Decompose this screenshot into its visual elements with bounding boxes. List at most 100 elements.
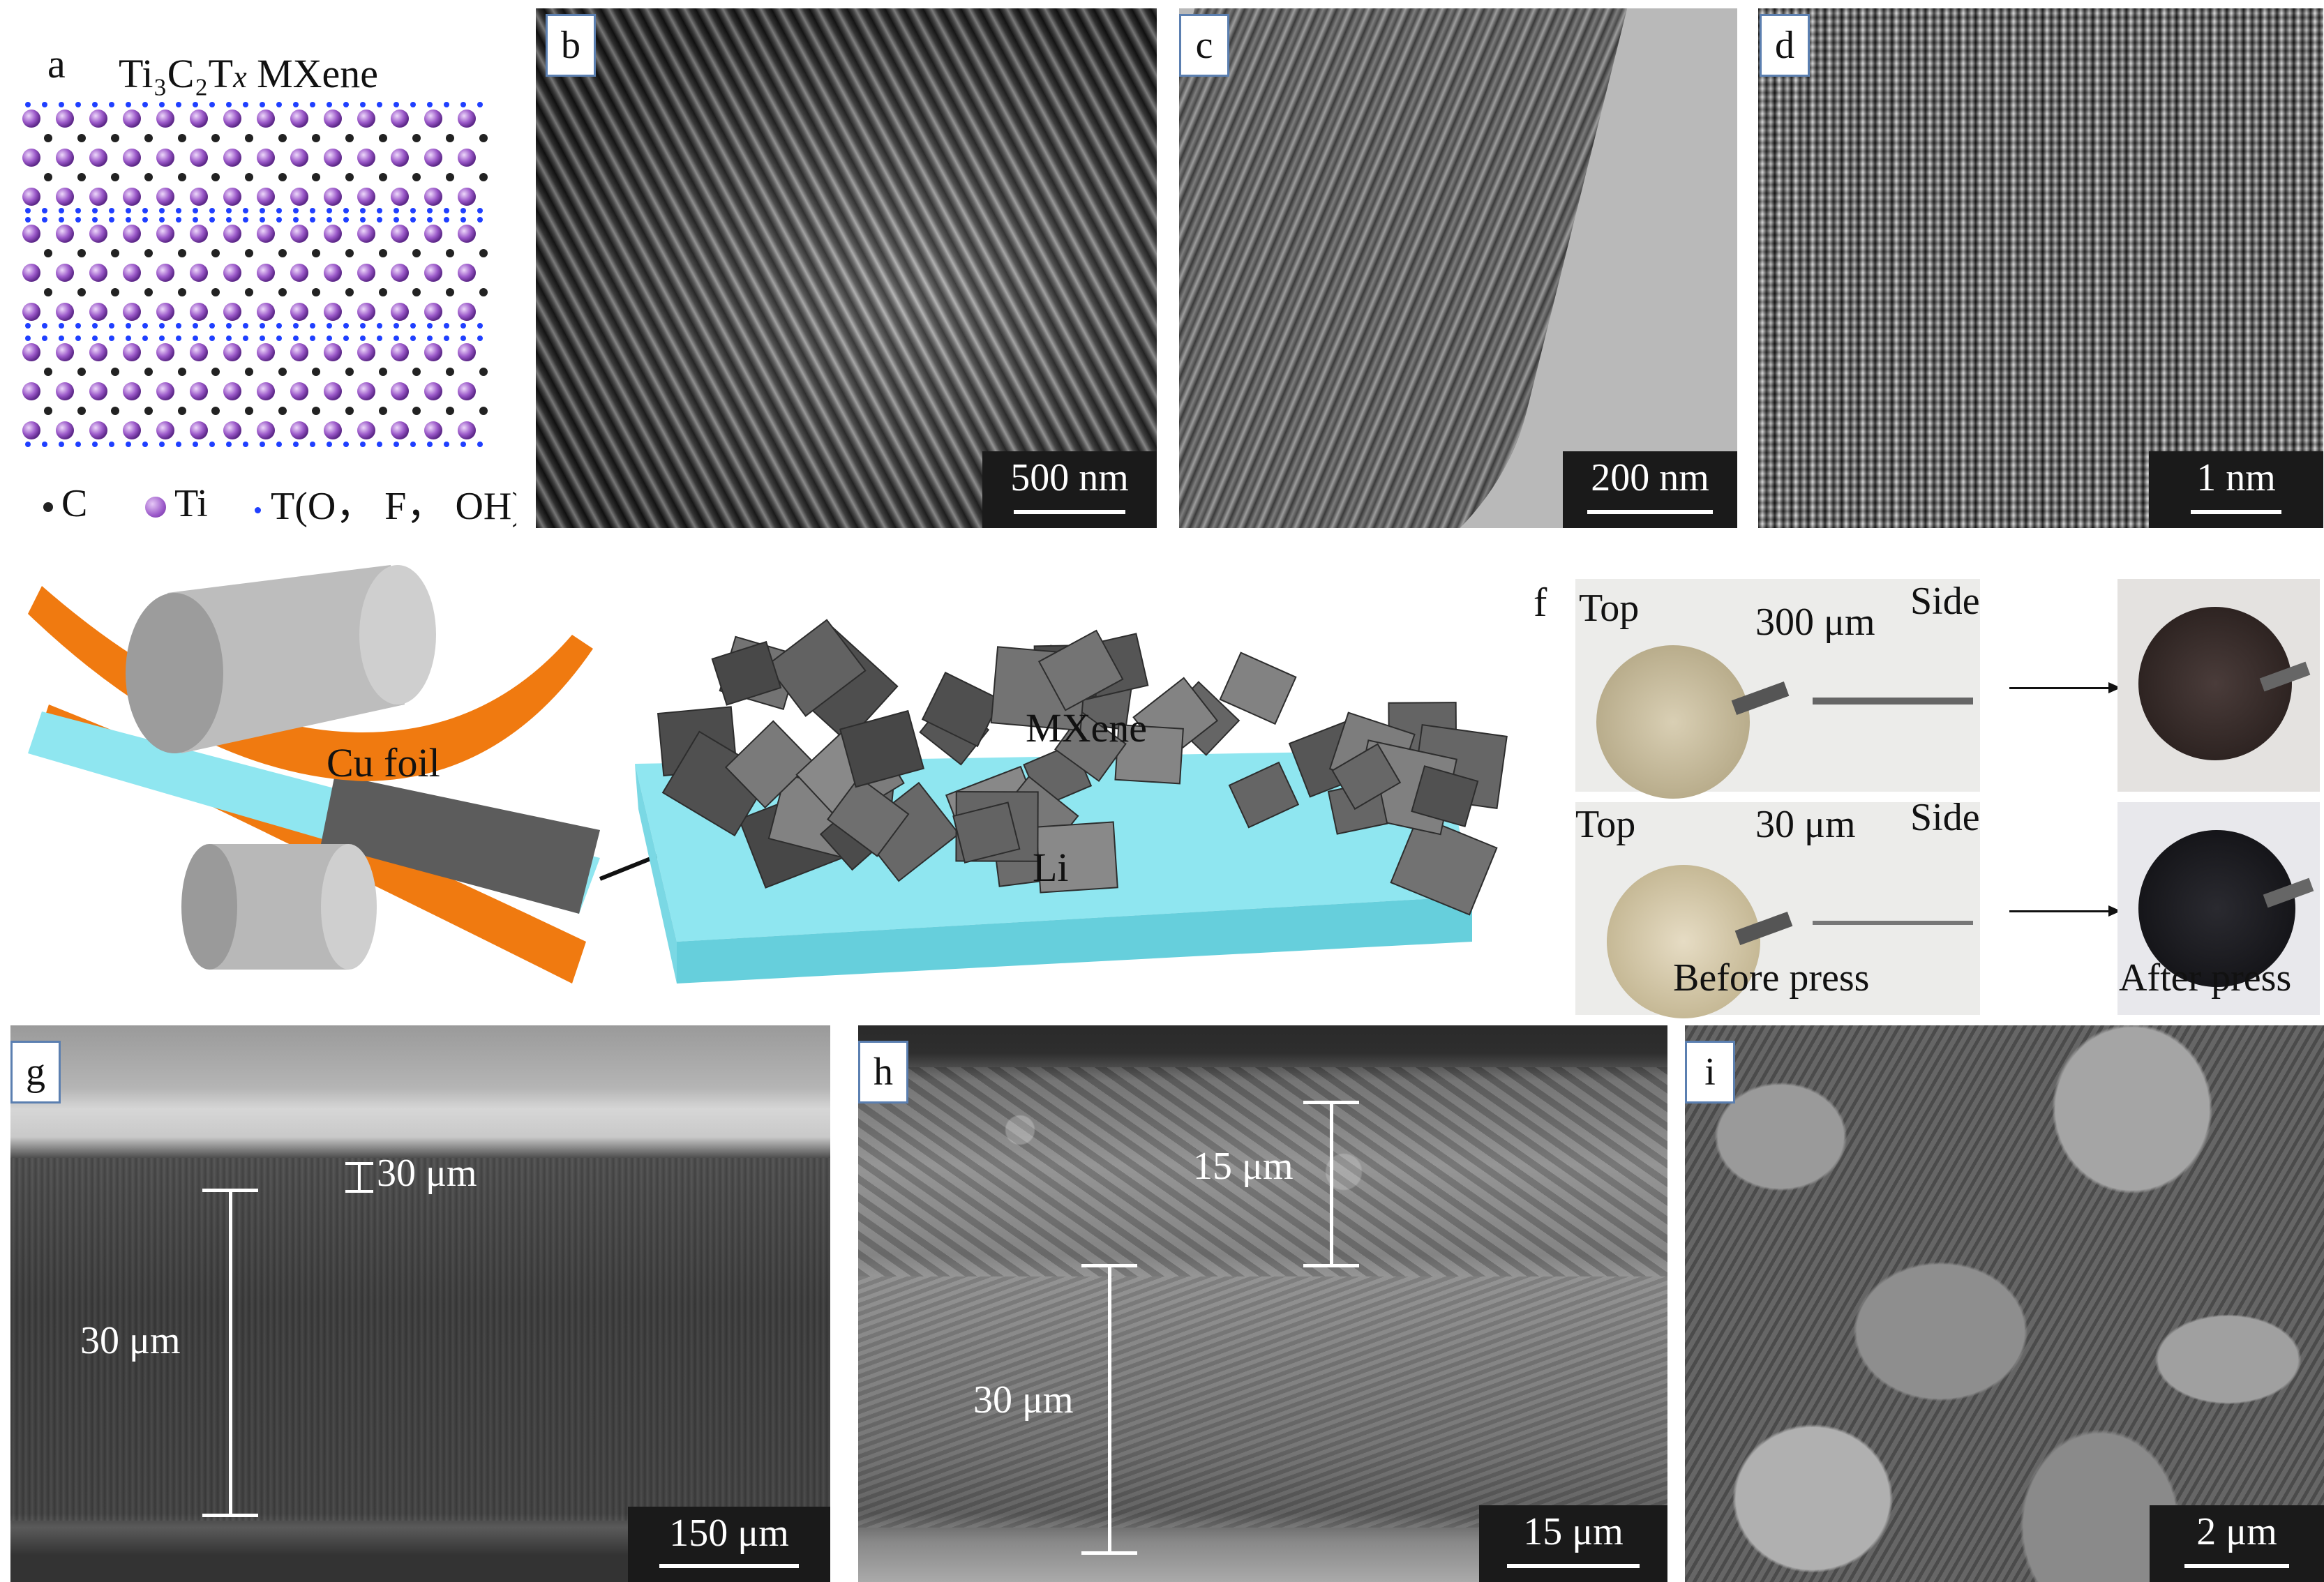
ti-atom: [89, 264, 107, 282]
t-atom: [427, 336, 433, 341]
mxene-flake: [952, 801, 1021, 864]
panel-g-label: g: [10, 1041, 61, 1103]
c-atom: [245, 407, 253, 415]
lattice-fringes: [1758, 8, 2323, 528]
dense-layer-texture: [858, 1276, 1667, 1528]
mxene-flake: [1037, 629, 1124, 711]
t-atom: [477, 336, 483, 341]
t-atom: [444, 217, 449, 223]
ti-atom: [290, 382, 308, 400]
t-atom: [260, 102, 265, 107]
legend-ti: Ti: [145, 481, 208, 526]
side-view-30um: [1813, 921, 1973, 925]
c-atom: [479, 368, 488, 376]
ti-atom: [156, 188, 174, 206]
ti-atom: [22, 421, 40, 439]
ti-atom: [357, 303, 375, 321]
t-atom: [126, 323, 131, 329]
mxene-flake: [661, 730, 772, 837]
t-atom: [260, 323, 265, 329]
c-atom: [111, 173, 119, 181]
t-atom: [343, 217, 349, 223]
ti-atom: [391, 421, 409, 439]
ti-atom: [190, 149, 208, 167]
side-label-1: Side: [1910, 580, 1980, 623]
t-atom: [460, 336, 466, 341]
t-atom: [243, 217, 248, 223]
t-atom: [377, 323, 382, 329]
c-atom: [479, 249, 488, 257]
ti-atom: [424, 303, 442, 321]
t-atom: [243, 336, 248, 341]
measure-top-label: 30 μm: [377, 1152, 477, 1195]
ti-atom: [190, 225, 208, 243]
t-atom: [477, 208, 483, 213]
c-atom: [345, 249, 354, 257]
ti-atom: [391, 343, 409, 361]
t-atom: [327, 442, 332, 447]
c-atom: [178, 173, 186, 181]
c-atom: [446, 407, 454, 415]
ti-atom: [190, 382, 208, 400]
c-atom-icon: [43, 502, 53, 513]
t-atom: [59, 208, 64, 213]
thickness-300um: 300 μm: [1755, 601, 1875, 644]
ti-atom: [357, 149, 375, 167]
c-atom: [446, 288, 454, 296]
photo-after-300um: [2117, 579, 2320, 792]
ti-atom: [123, 382, 141, 400]
t-atom: [193, 102, 198, 107]
t-atom: [327, 323, 332, 329]
panel-c-label: c: [1179, 14, 1229, 77]
t-atom: [276, 336, 282, 341]
c-atom: [412, 288, 421, 296]
ti-atom: [123, 303, 141, 321]
columnar-texture: [10, 1158, 830, 1521]
t-atom: [42, 323, 47, 329]
t-atom: [293, 442, 299, 447]
disc-after-30um: [2138, 830, 2295, 987]
ti-atom-icon: [145, 497, 166, 518]
t-atom: [176, 442, 181, 447]
panel-h-scale-bar: 15 μm: [1479, 1505, 1667, 1582]
ti-atom: [391, 110, 409, 128]
t-atom: [142, 442, 148, 447]
c-atom: [446, 134, 454, 142]
t-atom: [209, 102, 215, 107]
c-atom: [77, 249, 86, 257]
c-atom: [178, 249, 186, 257]
ti-atom: [458, 149, 476, 167]
ti-atom: [324, 303, 342, 321]
t-atom: [126, 442, 131, 447]
mxene-crystal-structure: [22, 102, 488, 447]
t-atom: [427, 442, 433, 447]
ti-atom: [89, 343, 107, 361]
mxene-flake: [1228, 761, 1300, 829]
t-atom: [444, 336, 449, 341]
t-atom: [393, 102, 399, 107]
c-atom: [345, 288, 354, 296]
t-atom: [410, 442, 416, 447]
c-atom: [77, 368, 86, 376]
c-atom: [312, 288, 320, 296]
c-atom: [144, 407, 153, 415]
t-atom: [109, 217, 114, 223]
ti-atom: [156, 382, 174, 400]
t-atom: [377, 442, 382, 447]
t-atom: [343, 336, 349, 341]
c-atom: [111, 134, 119, 142]
ti-atom: [290, 421, 308, 439]
c-atom: [211, 134, 220, 142]
c-atom: [144, 134, 153, 142]
c-atom: [144, 288, 153, 296]
t-atom: [243, 323, 248, 329]
mxene-label: MXene: [1026, 705, 1147, 751]
t-atom: [92, 442, 98, 447]
c-atom: [44, 249, 52, 257]
before-press-label: Before press: [1673, 956, 1870, 1000]
ti-atom: [89, 303, 107, 321]
upper-roller: [126, 565, 436, 753]
t-atom: [92, 102, 98, 107]
ti-atom: [223, 149, 241, 167]
panel-c-tem-image: c 200 nm: [1179, 8, 1737, 528]
